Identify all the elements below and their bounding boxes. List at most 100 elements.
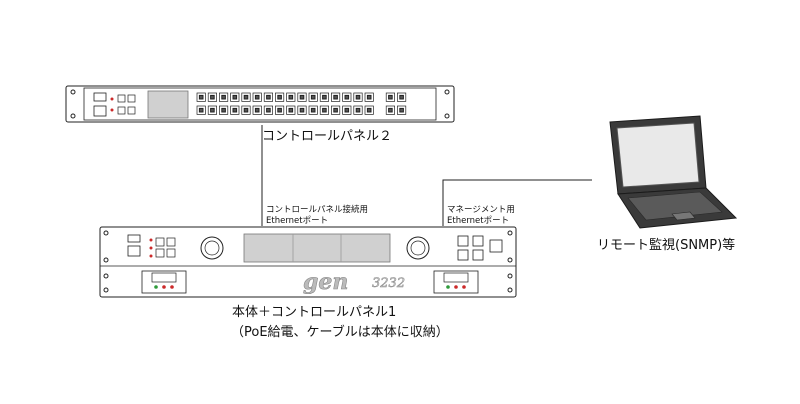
panel2-key-cap [310,94,316,100]
panel2-key-button [219,105,229,115]
main-left-button-block [155,237,176,258]
connection-lines [261,125,592,226]
main-unit-label-line2: （PoE給電、ケーブルは本体に収納） [231,325,449,340]
panel2-key-button [275,92,285,102]
panel2-screw-tl [70,89,76,95]
panel2-key-button [230,92,240,102]
main-knob-right-inner [410,240,426,256]
panel2-key-cap [243,94,249,100]
panel2-key-cap [388,94,393,100]
main-screw-br [507,273,513,279]
panel2-front-face [83,87,437,121]
panel2-key-button [241,105,251,115]
main-screw-tr [507,230,513,236]
main-right-led-red-a [454,285,458,289]
panel2-key-button [207,105,217,115]
panel2-key-button [275,105,285,115]
main-rack-frame [99,226,517,298]
main-knob-right [406,236,430,260]
main-screw-bl [103,273,109,279]
panel2-key-button [353,105,363,115]
panel2-key-button [263,105,273,115]
main-knob-left [200,236,224,260]
port-label-left-line1: コントロールパネル接続用 [266,205,369,215]
panel2-key-button [342,105,352,115]
main-model-number: 3232 [372,276,405,291]
panel2-key-button [196,92,206,102]
panel2-usb-port [93,92,107,102]
control-panel-2-device [65,85,455,123]
panel2-key-cap [344,94,350,100]
panel2-key-button [364,105,374,115]
main-screw-bl2 [103,287,109,293]
main-left-module-slot [151,272,177,283]
panel2-key-cap [266,94,271,100]
main-ethernet-port-right [489,239,503,253]
port-label-right-line2: Ethernetポート [447,216,510,226]
main-unit-device: gen 3232 [99,226,517,298]
panel2-key-cap [277,94,282,100]
panel2-key-cap [388,107,393,113]
panel2-key-cap [232,94,238,100]
panel2-key-cap [266,107,271,113]
panel2-key-button [297,92,307,102]
panel2-key-cap [333,94,338,100]
main-left-led-red-b [170,285,174,289]
panel2-key-button [308,92,318,102]
panel2-mini-buttons [117,94,136,115]
panel2-key-cap [288,107,294,113]
panel2-key-button [397,105,407,115]
main-right-led-red-b [462,285,466,289]
panel2-key-cap [232,107,238,113]
panel2-key-button [252,105,262,115]
panel2-key-button [353,92,363,102]
laptop-device [609,115,738,229]
panel2-key-button [241,92,251,102]
main-screw-mr [507,257,513,263]
panel2-key-cap [243,107,249,113]
panel2-key-cap [198,107,204,113]
panel2-key-cap [355,107,361,113]
panel2-screw-tr [444,89,450,95]
remote-monitoring-label: リモート監視(SNMP)等 [597,238,736,253]
panel2-screw-bl [70,113,76,119]
panel2-key-button [196,105,206,115]
panel2-key-cap [299,107,305,113]
main-left-led-red-a [162,285,166,289]
panel2-key-cap [210,107,215,113]
main-brand-logo: gen [303,269,348,295]
panel2-key-cap [366,94,372,100]
panel2-led-red-1 [110,97,114,101]
panel2-key-cap [399,94,404,100]
panel2-key-button [252,92,262,102]
panel2-key-cap [277,107,282,113]
panel2-key-button [319,105,329,115]
panel2-key-button [331,105,341,115]
panel2-key-button [364,92,374,102]
main-left-module [141,270,187,294]
panel2-key-button [297,105,307,115]
port-label-left: コントロールパネル接続用 Ethernetポート [266,205,368,227]
panel2-key-button [331,92,341,102]
main-led-red-3 [149,254,153,258]
panel2-key-cap [344,107,350,113]
panel2-key-cap [333,107,338,113]
panel2-key-cap [299,94,305,100]
panel2-key-cap [254,94,260,100]
port-label-left-line2: Ethernetポート [266,216,329,226]
laptop-touchpad [671,211,696,221]
panel2-key-cap [310,107,316,113]
panel2-key-button [286,105,296,115]
main-usb-port [127,234,141,243]
main-screw-tl [103,230,109,236]
panel2-key-cap [210,94,215,100]
laptop-screen [616,122,700,188]
panel2-key-cap [366,107,372,113]
panel2-button-grid [196,92,407,115]
laptop-keyboard [627,191,723,221]
main-unit-label-line1: 本体＋コントロールパネル1 [232,305,397,320]
panel2-key-button [385,105,395,115]
main-right-led-green [446,285,450,289]
main-led-red-2 [149,246,153,250]
panel2-key-cap [254,107,260,113]
